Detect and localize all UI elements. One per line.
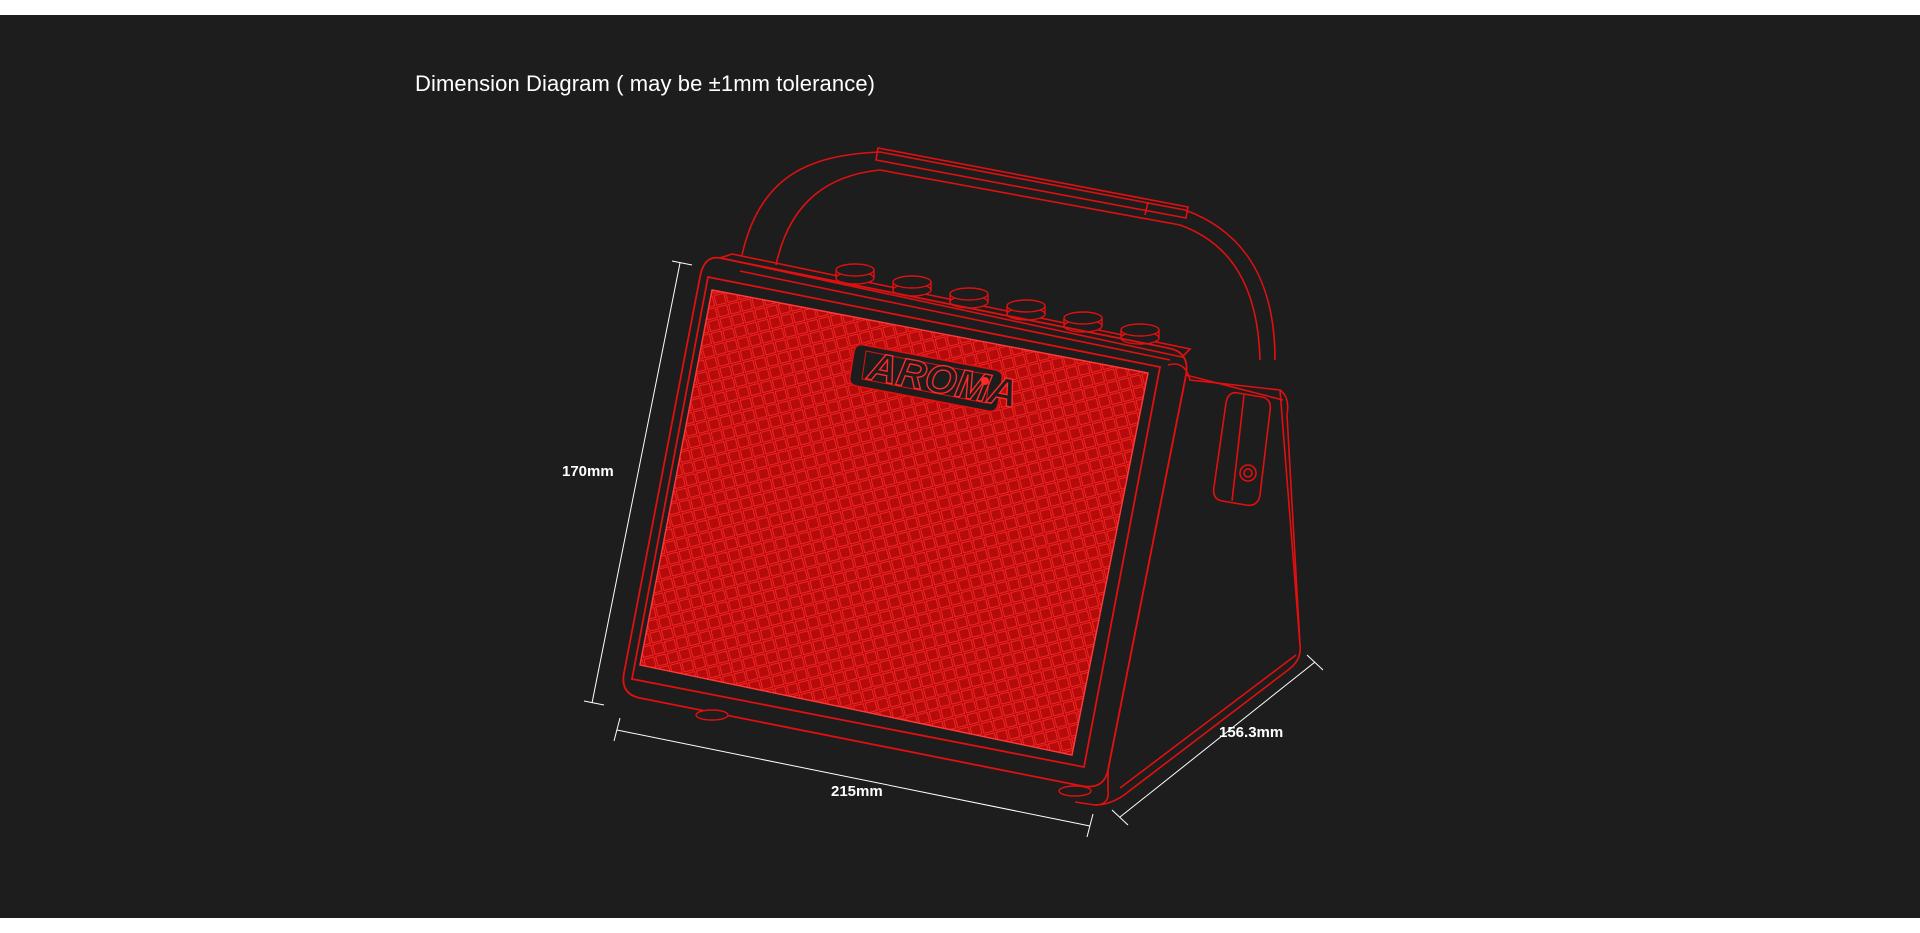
cabinet-side bbox=[1074, 363, 1302, 806]
knob bbox=[1006, 299, 1046, 321]
amplifier-dimension-diagram: AROMA bbox=[562, 147, 1324, 838]
speaker-grille bbox=[639, 289, 1149, 756]
diagram-panel: Dimension Diagram ( may be ±1mm toleranc… bbox=[0, 15, 1920, 918]
control-knobs bbox=[835, 263, 1160, 345]
top-control-panel bbox=[716, 253, 1192, 361]
logo-dot bbox=[981, 377, 989, 385]
knob bbox=[835, 263, 875, 285]
width-label: 215mm bbox=[831, 783, 883, 800]
height-dimension-line bbox=[591, 262, 681, 704]
knob bbox=[1120, 323, 1160, 345]
diagram-title: Dimension Diagram ( may be ±1mm toleranc… bbox=[415, 71, 876, 96]
carry-handle bbox=[741, 147, 1276, 361]
depth-dimension-line bbox=[1119, 661, 1316, 818]
cabinet-feet bbox=[695, 709, 1092, 797]
width-dimension-line bbox=[616, 729, 1091, 827]
height-label: 170mm bbox=[562, 463, 614, 480]
dimension-lines bbox=[583, 260, 1324, 838]
knob bbox=[949, 287, 989, 309]
depth-label: 156.3mm bbox=[1219, 724, 1283, 741]
knob bbox=[892, 275, 932, 297]
